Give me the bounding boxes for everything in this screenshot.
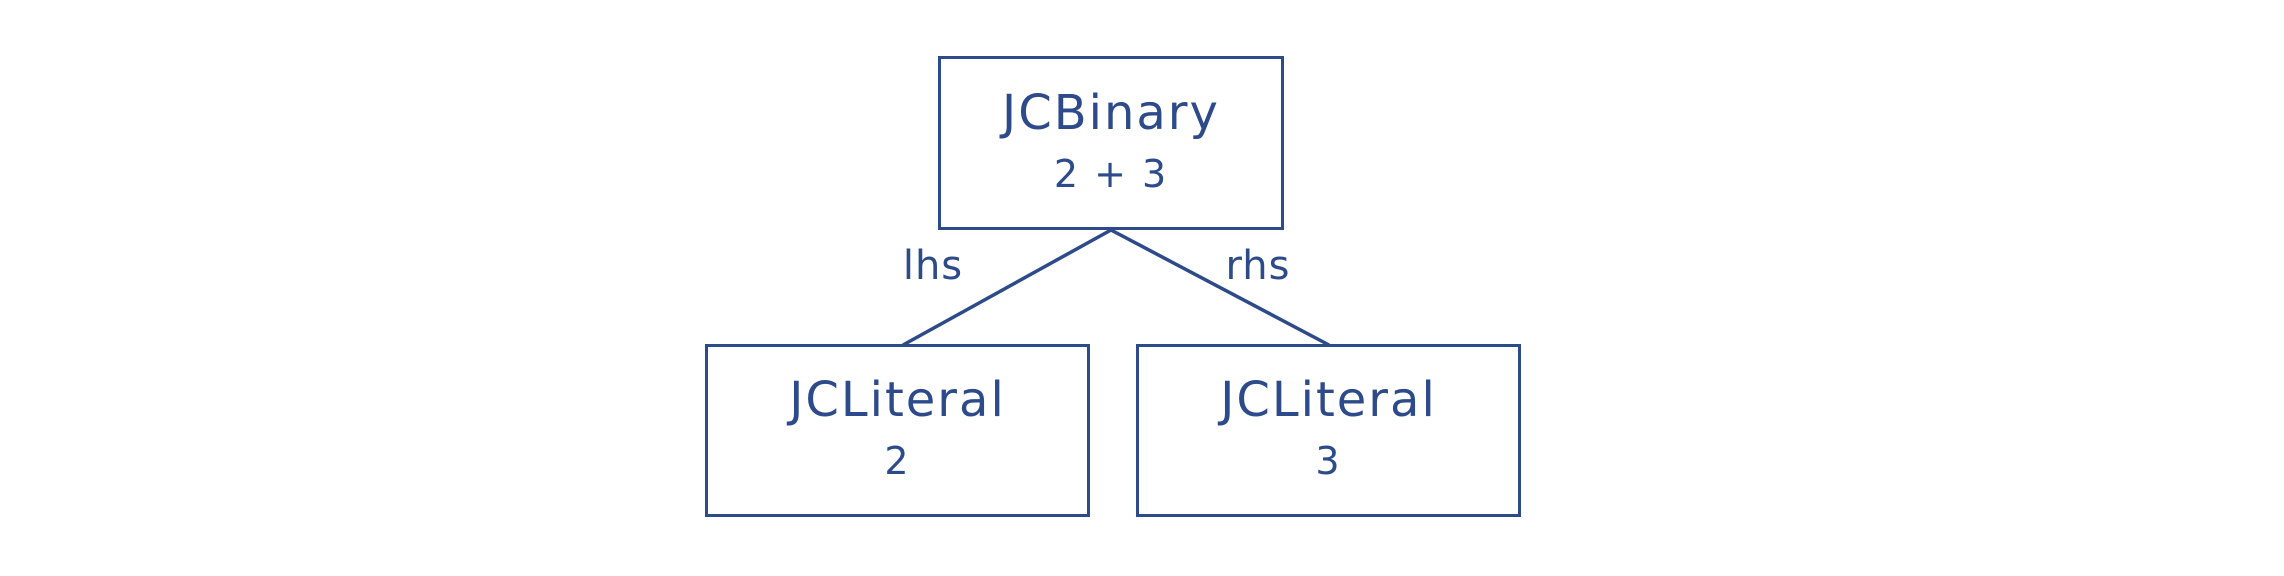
node-jcliteral-right-value-label: 3 (1315, 439, 1342, 483)
node-jcliteral-right: JCLiteral 3 (1136, 344, 1521, 517)
node-jcbinary-value-label: 2 + 3 (1053, 151, 1169, 196)
node-jcbinary: JCBinary 2 + 3 (938, 56, 1284, 230)
node-jcliteral-left-type-label: JCLiteral (789, 372, 1006, 429)
edge-label-rhs: rhs (1225, 243, 1291, 289)
node-jcliteral-left: JCLiteral 2 (705, 344, 1090, 517)
node-jcliteral-left-value-label: 2 (884, 439, 911, 483)
edge-label-lhs: lhs (902, 243, 964, 289)
node-jcliteral-right-type-label: JCLiteral (1220, 372, 1437, 429)
node-jcbinary-type-label: JCBinary (1002, 84, 1220, 141)
edge-rhs-line (1110, 228, 1330, 347)
